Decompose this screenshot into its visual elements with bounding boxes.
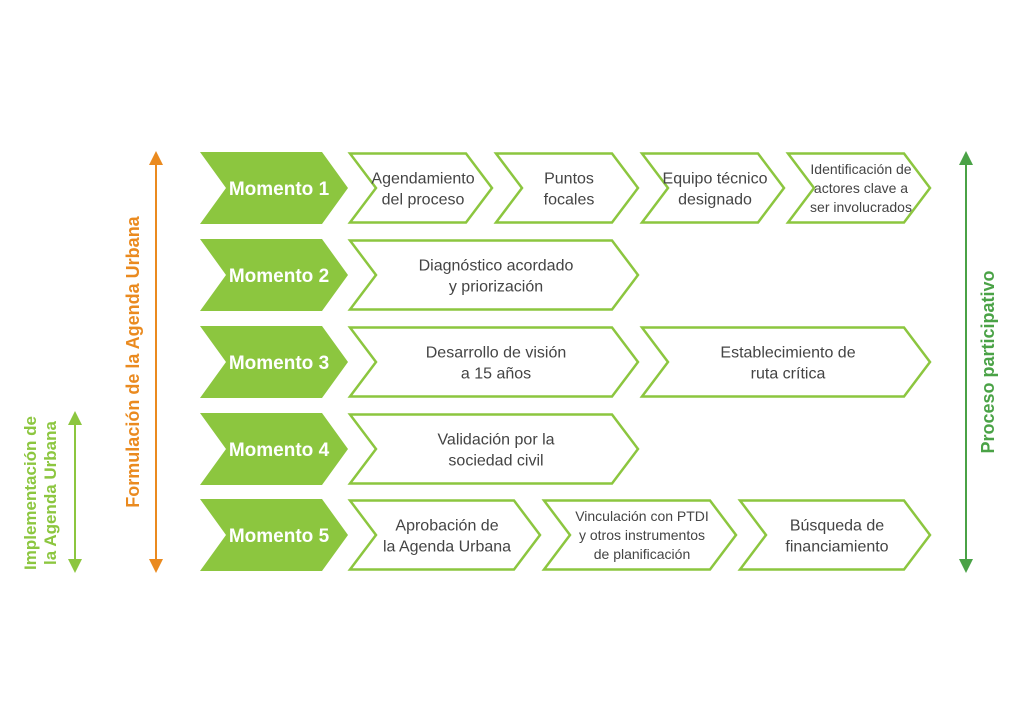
step-label-line: la Agenda Urbana (383, 538, 511, 555)
formulation-label: Formulación de la Agenda Urbana (123, 215, 143, 507)
step-chevron (639, 152, 786, 224)
formulation-label-group: Formulación de la Agenda Urbana (123, 151, 163, 573)
step-label-line: financiamiento (785, 538, 888, 555)
implementation-label-line-2: la Agenda Urbana (41, 421, 60, 565)
step-label-line: Establecimiento de (720, 344, 855, 361)
step-chevron (785, 152, 932, 224)
moment-chevron (200, 413, 348, 485)
step-chevron (639, 326, 932, 398)
step-chevron (347, 239, 640, 311)
step-label-line: Validación por la (437, 431, 554, 448)
moment-row: Momento 1 Agendamiento del proceso Puntos fo… (200, 152, 932, 224)
step-label-line: Búsqueda de (790, 517, 884, 534)
step-label-line: del proceso (382, 191, 465, 208)
step-label-line: a 15 años (461, 365, 531, 382)
step-label-line: y otros instrumentos (579, 527, 705, 543)
step-chevron (347, 326, 640, 398)
step-chevron (541, 499, 738, 571)
step-chevron (347, 413, 640, 485)
implementation-label-line-1: Implementación de (21, 416, 40, 570)
moment-label: Momento 1 (229, 179, 330, 200)
step-chevron (347, 152, 494, 224)
step-label-line: Agendamiento (371, 170, 474, 187)
step-label-line: sociedad civil (448, 452, 543, 469)
moment-row: Momento 2 Diagnóstico acordado y priorizac… (200, 239, 640, 311)
step-label-line: actores clave a (814, 180, 908, 196)
process-rows: Momento 1 Agendamiento del proceso Puntos fo… (200, 152, 932, 571)
step-chevron (737, 499, 932, 571)
step-label-line: ruta crítica (751, 365, 826, 382)
step-label-line: Desarrollo de visión (426, 344, 567, 361)
implementation-label-group: Implementación de la Agenda Urbana (21, 411, 82, 573)
step-chevron (347, 499, 542, 571)
step-label-line: designado (678, 191, 752, 208)
step-label-line: Puntos (544, 170, 594, 187)
step-label-line: y priorización (449, 278, 543, 295)
step-label-line: ser involucrados (810, 199, 912, 215)
step-label-line: Vinculación con PTDI (575, 508, 709, 524)
moment-label: Momento 2 (229, 266, 329, 287)
moment-chevron (200, 152, 348, 224)
step-label-line: Diagnóstico acordado (419, 257, 574, 274)
moment-label: Momento 3 (229, 353, 329, 374)
moment-row: Momento 4 Validación por la sociedad civil (200, 413, 640, 485)
moment-row: Momento 5 Aprobación de la Agenda Urbana Vi… (200, 499, 932, 571)
moment-chevron (200, 499, 348, 571)
moment-label: Momento 5 (229, 526, 330, 547)
moment-row: Momento 3 Desarrollo de visión a 15 años Es… (200, 326, 932, 398)
moment-chevron (200, 326, 348, 398)
step-label-line: de planificación (594, 546, 691, 562)
step-chevron (493, 152, 640, 224)
step-label-line: focales (544, 191, 595, 208)
participatory-label: Proceso participativo (978, 270, 998, 453)
participatory-label-group: Proceso participativo (959, 151, 998, 573)
moment-chevron (200, 239, 348, 311)
step-label-line: Equipo técnico (663, 170, 768, 187)
step-label-line: Identificación de (810, 161, 911, 177)
moment-label: Momento 4 (229, 440, 330, 461)
step-label-line: Aprobación de (395, 517, 498, 534)
